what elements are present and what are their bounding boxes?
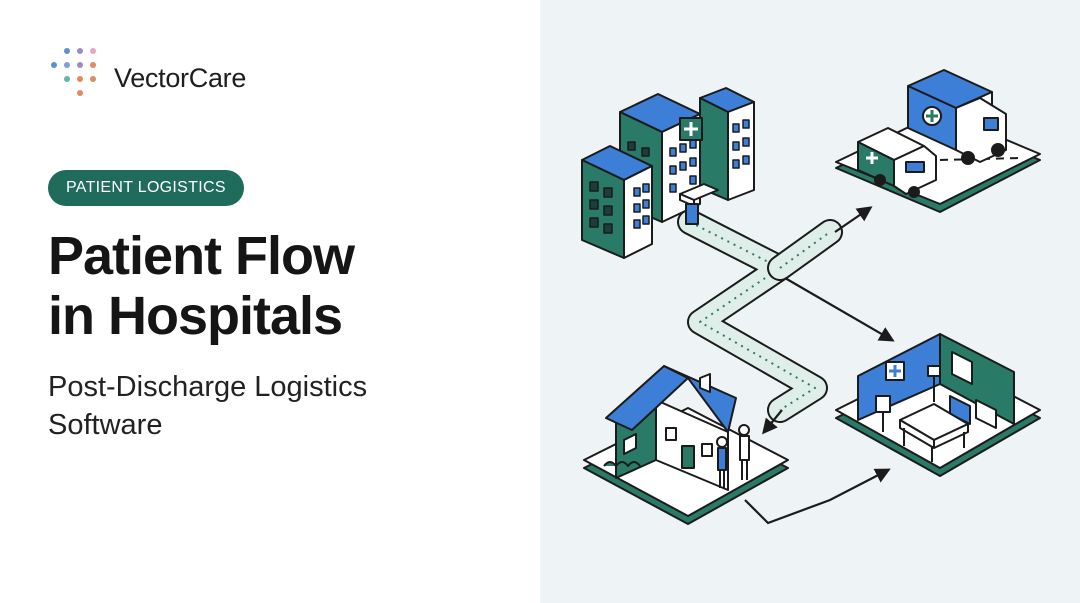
- category-badge: PATIENT LOGISTICS: [48, 170, 244, 206]
- ambulance-depot: [835, 69, 1041, 213]
- patient-and-caregiver-icon: [716, 424, 750, 488]
- illustration-panel: [540, 0, 1080, 603]
- page-subtitle: Post-Discharge Logistics Software: [48, 368, 367, 444]
- title-line-1: Patient Flow: [48, 226, 355, 286]
- ambulance-icon: [907, 69, 1007, 165]
- house-icon: [605, 365, 737, 491]
- patient-bed-icon: [899, 403, 969, 462]
- hospital-building: [581, 87, 755, 259]
- isometric-flow-illustration: [581, 69, 1041, 525]
- brand-name: VectorCare: [114, 62, 247, 93]
- care-room: [835, 333, 1041, 477]
- page-title: Patient Flow in Hospitals: [48, 226, 355, 346]
- flow-arrows: [744, 206, 895, 525]
- text-panel: VectorCare PATIENT LOGISTICS Patient Flo…: [46, 46, 368, 444]
- brand-logo: VectorCare: [46, 46, 246, 106]
- subtitle-line-2: Software: [48, 409, 163, 441]
- medical-cross-icon: [684, 122, 698, 136]
- title-line-2: in Hospitals: [48, 286, 343, 346]
- patient-path: [677, 209, 843, 423]
- dots-logo-icon: [46, 46, 102, 106]
- home: [583, 365, 789, 525]
- subtitle-line-1: Post-Discharge Logistics: [48, 371, 368, 403]
